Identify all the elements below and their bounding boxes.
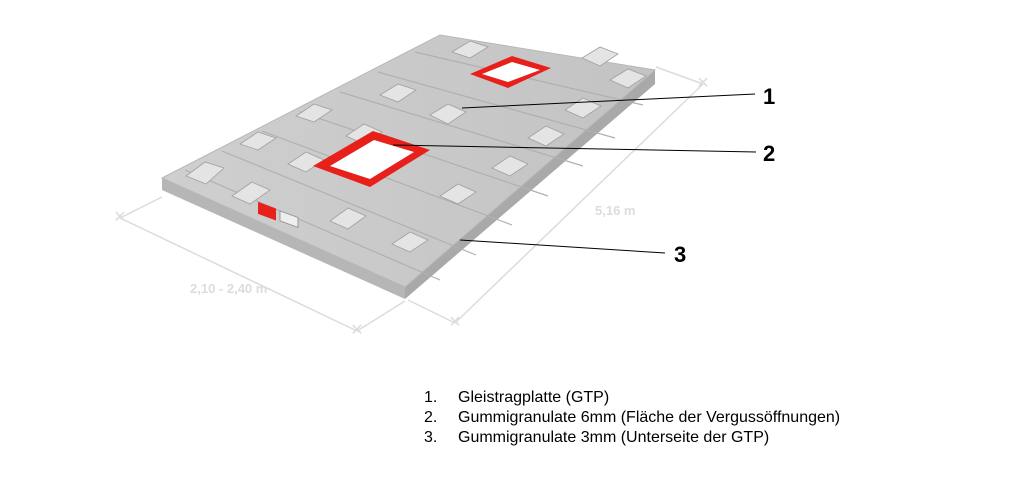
legend-index: 3. bbox=[424, 429, 438, 446]
track-slab bbox=[160, 34, 657, 299]
label-plate bbox=[279, 210, 299, 229]
leader-3 bbox=[459, 239, 666, 254]
callout-1: 1 bbox=[763, 84, 776, 109]
length-dimension: ✕ ✕ 5,16 m bbox=[407, 66, 710, 331]
svg-text:✕: ✕ bbox=[448, 314, 461, 331]
leader-1 bbox=[461, 93, 756, 109]
svg-text:✕: ✕ bbox=[113, 209, 126, 226]
logo-mark bbox=[258, 201, 276, 221]
callout-3: 3 bbox=[674, 242, 687, 267]
svg-text:✕: ✕ bbox=[350, 322, 363, 339]
width-label: 2,10 - 2,40 m bbox=[190, 281, 267, 296]
legend: 1. Gleistragplatte (GTP) 2. Gummigranula… bbox=[424, 388, 840, 448]
legend-index: 2. bbox=[424, 409, 438, 426]
legend-text: Gummigranulate 3mm (Unterseite der GTP) bbox=[458, 429, 770, 446]
legend-index: 1. bbox=[424, 389, 438, 406]
leader-lines bbox=[392, 93, 757, 254]
legend-item: 2. Gummigranulate 6mm (Fläche der Vergus… bbox=[424, 408, 840, 428]
length-label: 5,16 m bbox=[595, 203, 635, 218]
width-dimension: ✕ ✕ 2,10 - 2,40 m bbox=[113, 196, 406, 339]
legend-item: 1. Gleistragplatte (GTP) bbox=[424, 388, 840, 408]
callout-2: 2 bbox=[763, 141, 776, 166]
legend-text: Gleistragplatte (GTP) bbox=[458, 389, 610, 406]
svg-text:✕: ✕ bbox=[696, 75, 709, 92]
leader-2 bbox=[392, 144, 757, 153]
legend-item: 3. Gummigranulate 3mm (Unterseite der GT… bbox=[424, 428, 840, 448]
grout-opening-upper bbox=[470, 56, 551, 88]
legend-text: Gummigranulate 6mm (Fläche der Vergussöf… bbox=[458, 409, 841, 426]
